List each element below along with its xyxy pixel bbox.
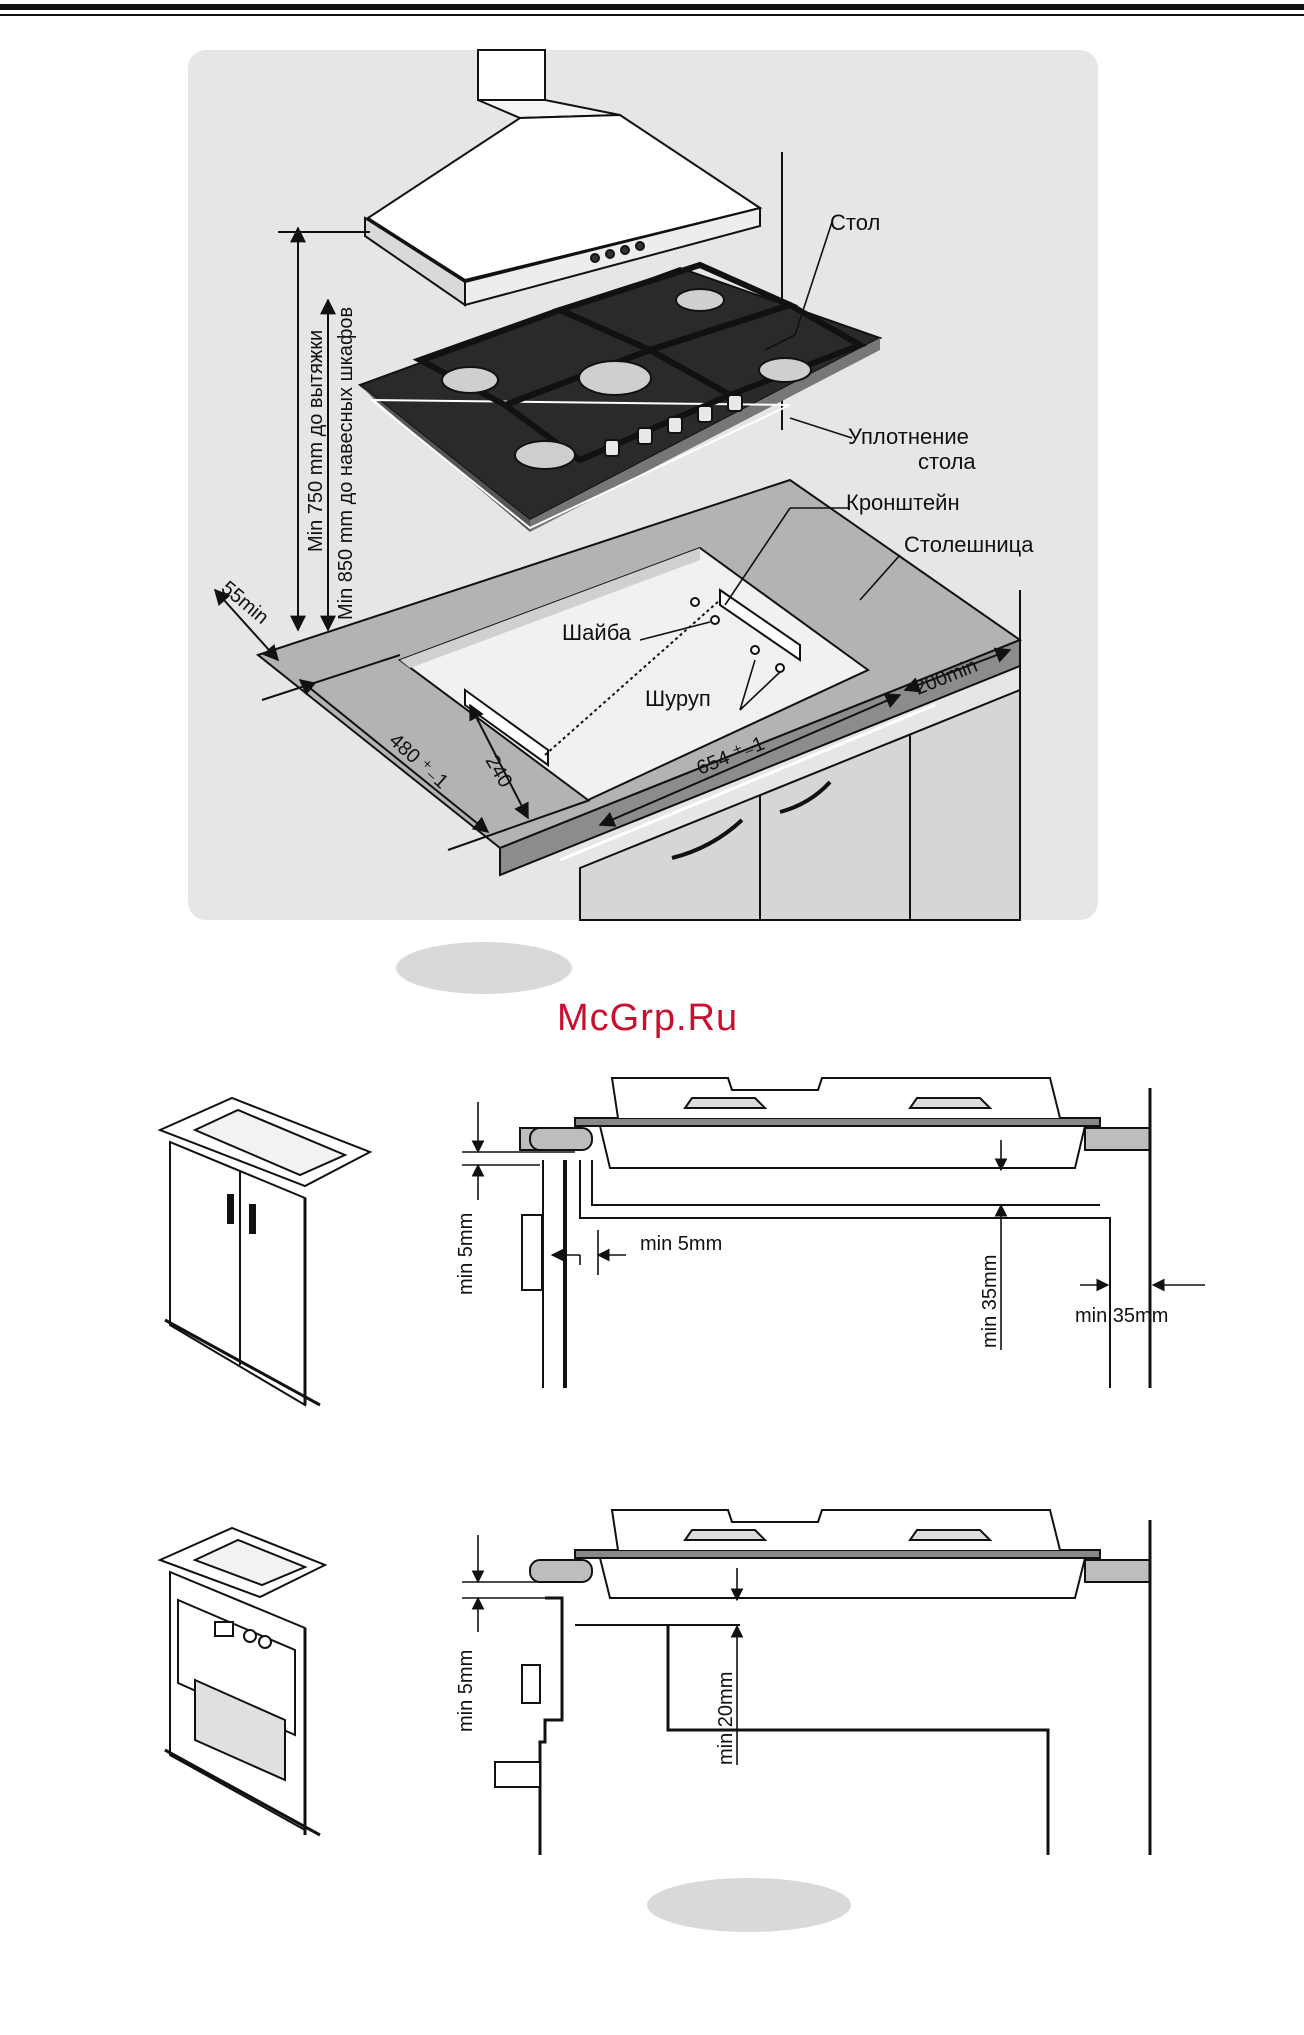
hob-section <box>520 1078 1150 1388</box>
label-screw: Шуруп <box>645 686 711 711</box>
figure-number-badge-1 <box>396 942 572 994</box>
dim-fig3-bottom-gap: min 20mm <box>715 1672 737 1765</box>
label-table: Стол <box>830 210 880 235</box>
figure-1-hob-installation: Стол Уплотнение стола Кронштейн Столешни… <box>188 50 1098 920</box>
label-washer: Шайба <box>562 620 632 645</box>
dim-fig2-top-gap: min 5mm <box>455 1213 477 1295</box>
dim-fig2-wall-gap: min 35mm <box>1075 1305 1168 1327</box>
oven-sketch <box>160 1528 325 1835</box>
label-bracket: Кронштейн <box>846 490 960 515</box>
figure-2-cabinet-section: min 5mm min 5mm min 35mm min 35mm <box>160 1078 1205 1405</box>
header-rule <box>0 4 1304 16</box>
hob-section-oven <box>495 1510 1150 1855</box>
figure-number-badge-2 <box>647 1878 851 1932</box>
dim-hood-height: Min 750 mm до вытяжки <box>305 330 327 552</box>
dim-fig2-side-gap: min 5mm <box>640 1233 722 1255</box>
figure-3-oven-section: min 5mm min 20mm <box>160 1510 1150 1855</box>
cabinet-sketch <box>160 1098 370 1405</box>
label-countertop: Столешница <box>904 532 1034 557</box>
dim-cabinet-height: Min 850 mm до навесных шкафов <box>335 307 357 620</box>
label-seal-line1: Уплотнение <box>848 424 969 449</box>
dim-fig3-top-gap: min 5mm <box>455 1650 477 1732</box>
label-seal-line2: стола <box>918 449 976 474</box>
dim-fig2-bottom-gap: min 35mm <box>979 1255 1001 1348</box>
watermark: McGrp.Ru <box>557 997 738 1039</box>
